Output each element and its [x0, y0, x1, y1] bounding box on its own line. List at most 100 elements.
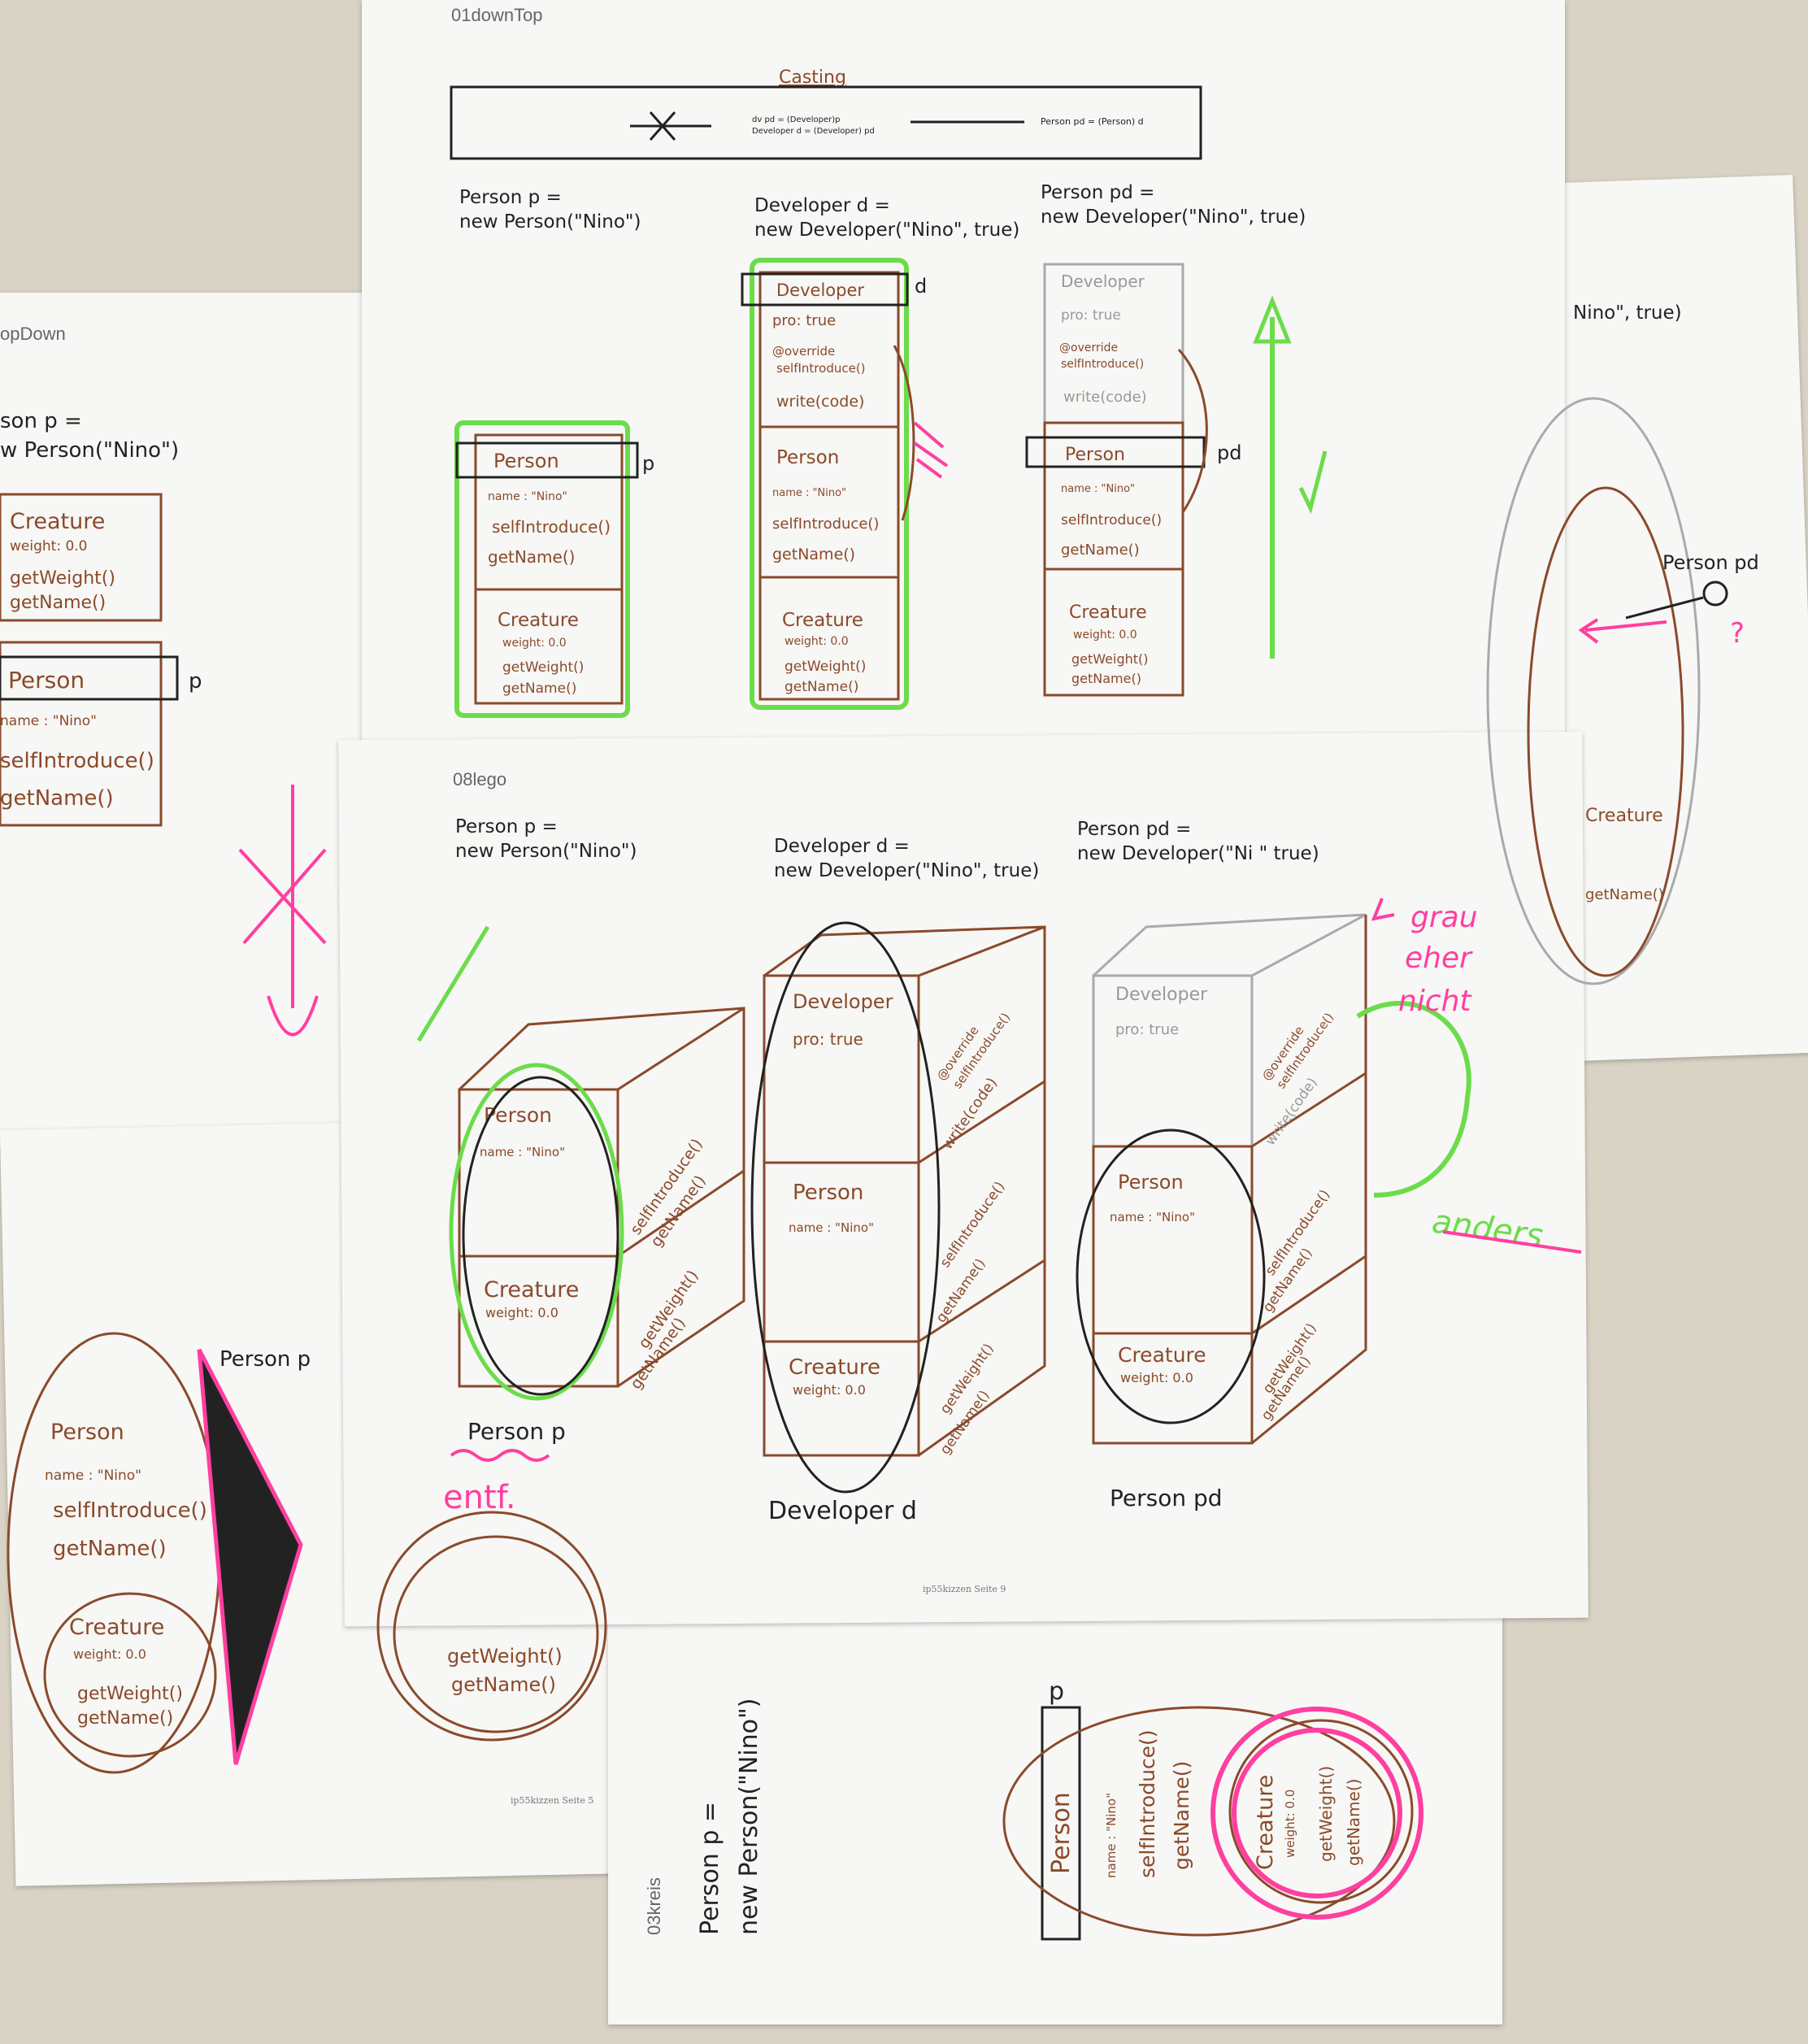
code-line: new Developer("Nino", true) [774, 860, 1040, 881]
lego-d-pro: pro: true [793, 1029, 863, 1049]
kreis-pink-circle-inner [1232, 1728, 1402, 1898]
kreis-creature-label: Creature [1253, 1775, 1278, 1870]
top-p-getweight: getWeight() [502, 659, 584, 676]
lego-d-developer-label: Developer [793, 990, 893, 1013]
lego-grau-note-1: grau [1410, 901, 1478, 934]
top-p-getname2: getName() [502, 681, 576, 697]
top-d-getweight: getWeight() [784, 659, 866, 675]
lego-d-creature-label: Creature [789, 1355, 880, 1380]
top-pd-pointer-box [1025, 436, 1206, 468]
left-person-label: Person [8, 667, 85, 694]
kreis-ref: p [1049, 1677, 1064, 1706]
kreis-weight: weight: 0.0 [1283, 1790, 1297, 1858]
bl-side-label: Person p [219, 1347, 311, 1372]
lego-d-caption: Developer d [768, 1497, 917, 1525]
top-d-override-arc [893, 345, 915, 521]
bl-black-wedge [197, 1348, 303, 1765]
left-weight: weight: 0.0 [10, 538, 87, 554]
left-creature-block [0, 493, 163, 622]
top-d-name: name : "Nino" [772, 487, 846, 499]
code-person-p-lego: Person p = new Person("Nino") [455, 815, 637, 863]
lego-anders-note: anders [1430, 1202, 1545, 1255]
code-line: new Person("Nino") [455, 841, 637, 862]
kreis-getweight: getWeight() [1316, 1766, 1336, 1862]
lego-pd-developer-label: Developer [1115, 985, 1208, 1005]
bl-getname: getName() [53, 1537, 167, 1561]
lego-d-side-writecode: write(code) [939, 1075, 1001, 1153]
top-pd-name: name : "Nino" [1061, 483, 1135, 495]
top-pd-selfintro2: selfIntroduce() [1061, 512, 1162, 528]
lego-pd-black-oval [1076, 1129, 1266, 1424]
top-green-check-icon [1298, 450, 1328, 515]
code-line: Nino", true) [1573, 302, 1682, 324]
top-p-weight: weight: 0.0 [502, 637, 567, 650]
lego-d-side-selfintro2: selfIntroduce() [937, 1179, 1009, 1271]
lego-p-side-divider [617, 1169, 745, 1258]
top-pd-weight: weight: 0.0 [1073, 628, 1137, 641]
top-pd-getname2: getName() [1071, 671, 1141, 686]
code-developer-d-lego: Developer d = new Developer("Nino", true… [774, 834, 1039, 883]
kreis-person-bar [1041, 1706, 1081, 1941]
top-p-ref: p [642, 452, 654, 475]
code-line: new Developer("Nino", true) [754, 220, 1020, 241]
top-d-selfintro: selfIntroduce() [776, 361, 866, 376]
top-d-developer-label: Developer [776, 281, 864, 300]
lego-anders-underline [1442, 1230, 1582, 1254]
sheet-label-01downtop: 01downTop [451, 5, 543, 25]
lego-d-side-divider-2 [918, 1259, 1045, 1343]
top-d-writecode: write(code) [776, 393, 864, 411]
kreis-name: name : "Nino" [1104, 1793, 1119, 1878]
bl-selfintro: selfIntroduce() [53, 1498, 207, 1523]
left-getweight: getWeight() [10, 568, 115, 589]
kreis-getname2: getName() [1344, 1779, 1363, 1866]
code-line: new Developer("Ni " true) [1077, 843, 1319, 864]
lego-d-black-oval [750, 921, 941, 1494]
lego-green-arc [1356, 1001, 1471, 1198]
top-d-pro: pro: true [772, 312, 836, 329]
top-d-person-label: Person [776, 447, 839, 468]
lego-pd-name: name : "Nino" [1110, 1210, 1195, 1224]
code-line: Person pd = [1077, 819, 1192, 840]
top-pd-getweight: getWeight() [1071, 651, 1149, 667]
top-p-selfintro: selfIntroduce() [492, 517, 611, 537]
kreis-person-oval [1002, 1706, 1396, 1937]
kreis-selfintro: selfIntroduce() [1136, 1729, 1159, 1878]
casting-left-text-2: Developer d = (Developer) pd [752, 127, 875, 136]
bl-person-label: Person [50, 1420, 124, 1445]
bl-second-oval-inner [393, 1535, 599, 1733]
top-p-creature-block [474, 588, 624, 705]
kreis-pink-circle-outer [1210, 1707, 1423, 1920]
bl-second-getweight: getWeight() [447, 1645, 563, 1668]
code-person-pd-top: Person pd = new Developer("Nino", true) [1041, 180, 1306, 229]
lego-p-caption: Person p [467, 1418, 566, 1445]
top-d-getname2: getName() [784, 679, 858, 695]
top-p-pointer-box [455, 441, 639, 479]
code-line: new Developer("Nino", true) [1041, 207, 1306, 228]
top-pd-ref: pd [1217, 441, 1241, 464]
top-p-green-highlight [454, 420, 630, 718]
right-getname: getName() [1585, 886, 1664, 903]
top-pd-person-label: Person [1065, 445, 1125, 465]
code-developer-d-top: Developer d = new Developer("Nino", true… [754, 194, 1019, 242]
lego-pd-person-label: Person [1118, 1171, 1184, 1194]
top-pd-pro: pro: true [1061, 307, 1121, 324]
top-p-getname: getName() [488, 547, 575, 567]
top-d-creature-label: Creature [782, 610, 863, 631]
top-pd-selfintro: selfIntroduce() [1061, 358, 1144, 371]
right-pink-arrow [1578, 618, 1667, 644]
bl-creature-label: Creature [69, 1615, 164, 1640]
right-inner-oval [1527, 486, 1684, 977]
top-pd-getname: getName() [1061, 541, 1140, 559]
code-person-p-top: Person p = new Person("Nino") [459, 185, 641, 234]
lego-p-person-label: Person [484, 1103, 552, 1127]
sheet-01downtop [362, 0, 1565, 813]
lego-d-box [763, 925, 1046, 1457]
code-line: Developer d = [774, 836, 910, 857]
casting-title: Casting [779, 67, 846, 88]
top-d-pointer-box [741, 272, 909, 307]
top-pd-writecode: write(code) [1063, 389, 1147, 406]
top-d-selfintro2: selfIntroduce() [772, 515, 879, 533]
lego-d-side-divider-1 [918, 1080, 1045, 1164]
code-line: Person p = [455, 816, 558, 837]
top-green-arrowhead [1253, 295, 1292, 344]
